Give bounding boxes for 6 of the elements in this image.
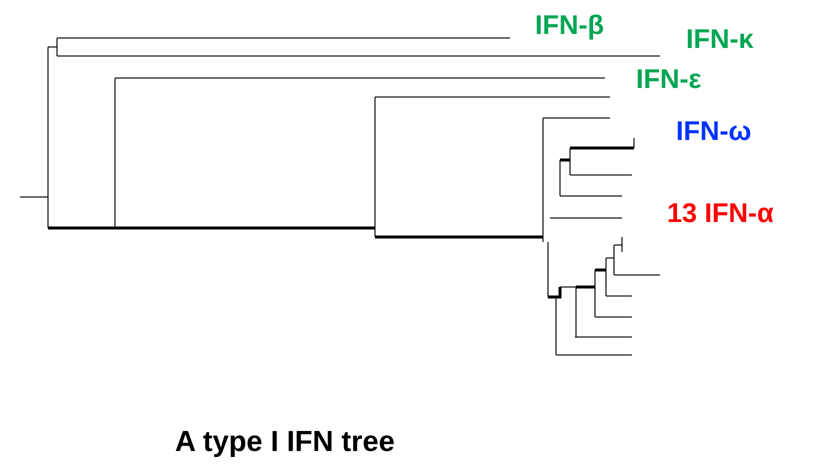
clade-label: IFN-ω — [676, 118, 752, 145]
clade-label: IFN-β — [535, 12, 604, 39]
caption: A type I IFN tree — [175, 428, 395, 457]
clade-label: 13 IFN-α — [667, 200, 774, 227]
clade-label: IFN-ε — [636, 66, 702, 93]
clade-label: IFN-κ — [686, 26, 754, 53]
